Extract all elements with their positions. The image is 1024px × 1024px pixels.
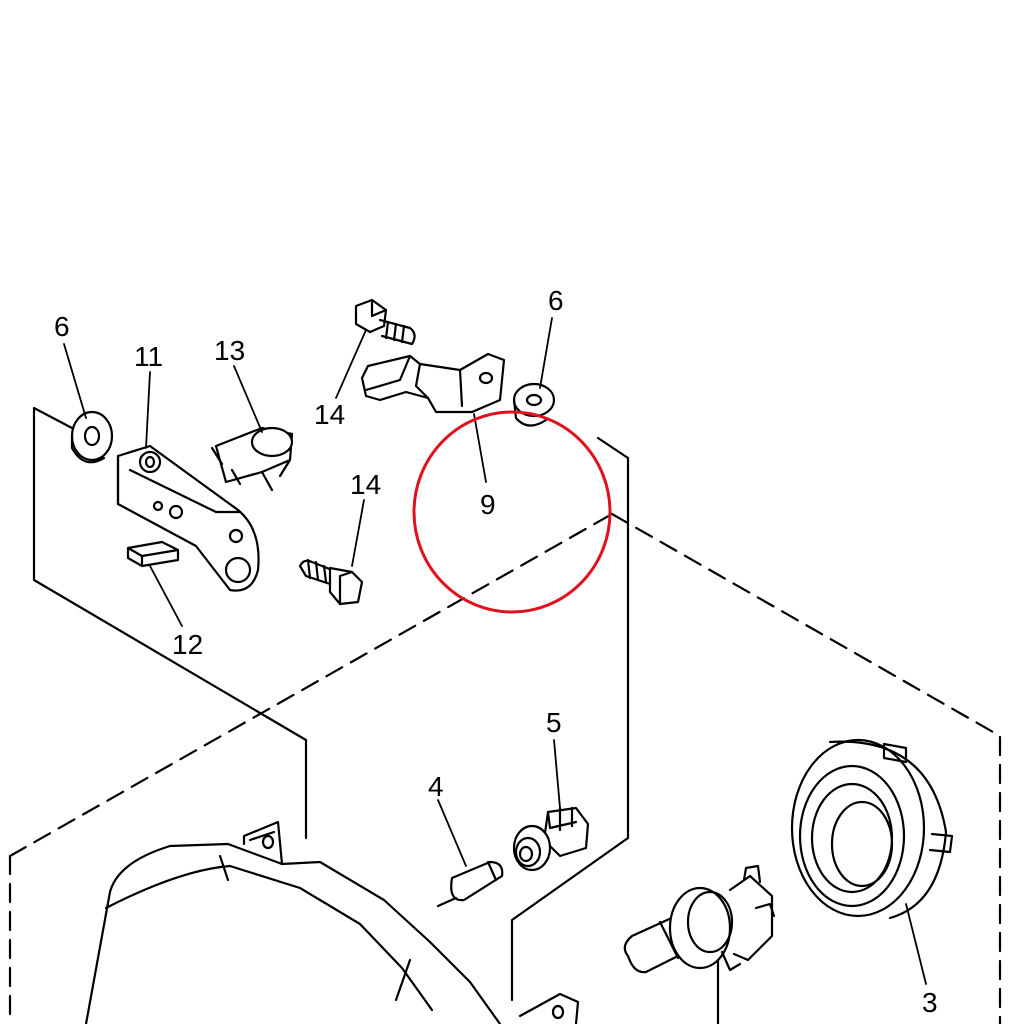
callout-9: 9 — [480, 489, 496, 520]
part-4-bulb — [436, 860, 504, 908]
part-5-socket — [512, 806, 590, 872]
leader-lines — [63, 317, 927, 985]
callout-13: 13 — [214, 335, 245, 366]
callout-14-mid: 14 — [350, 469, 381, 500]
callout-11: 11 — [134, 341, 163, 372]
callout-5: 5 — [546, 707, 562, 738]
callout-12: 12 — [172, 629, 203, 660]
part-14-mid-screw — [298, 558, 364, 606]
callout-14-top: 14 — [314, 399, 345, 430]
callout-6-right: 6 — [548, 285, 564, 316]
part-6-left-washer — [70, 410, 114, 464]
part-12-block — [126, 540, 180, 568]
callout-6-left: 6 — [54, 311, 70, 342]
part-9-bracket — [360, 352, 506, 414]
group-outline — [32, 406, 630, 1002]
dashed-guide-lines — [8, 512, 1002, 1024]
headlight-housing — [84, 820, 580, 1024]
callout-3: 3 — [922, 987, 938, 1018]
highlight-circle — [412, 410, 612, 614]
part-13-adjuster-knob — [210, 426, 294, 492]
callout-4: 4 — [428, 771, 444, 802]
headlight-bulb — [623, 864, 776, 1024]
part-11-bracket-plate — [116, 444, 260, 592]
part-3-ring — [790, 738, 954, 920]
part-14-top-screw — [354, 298, 416, 346]
